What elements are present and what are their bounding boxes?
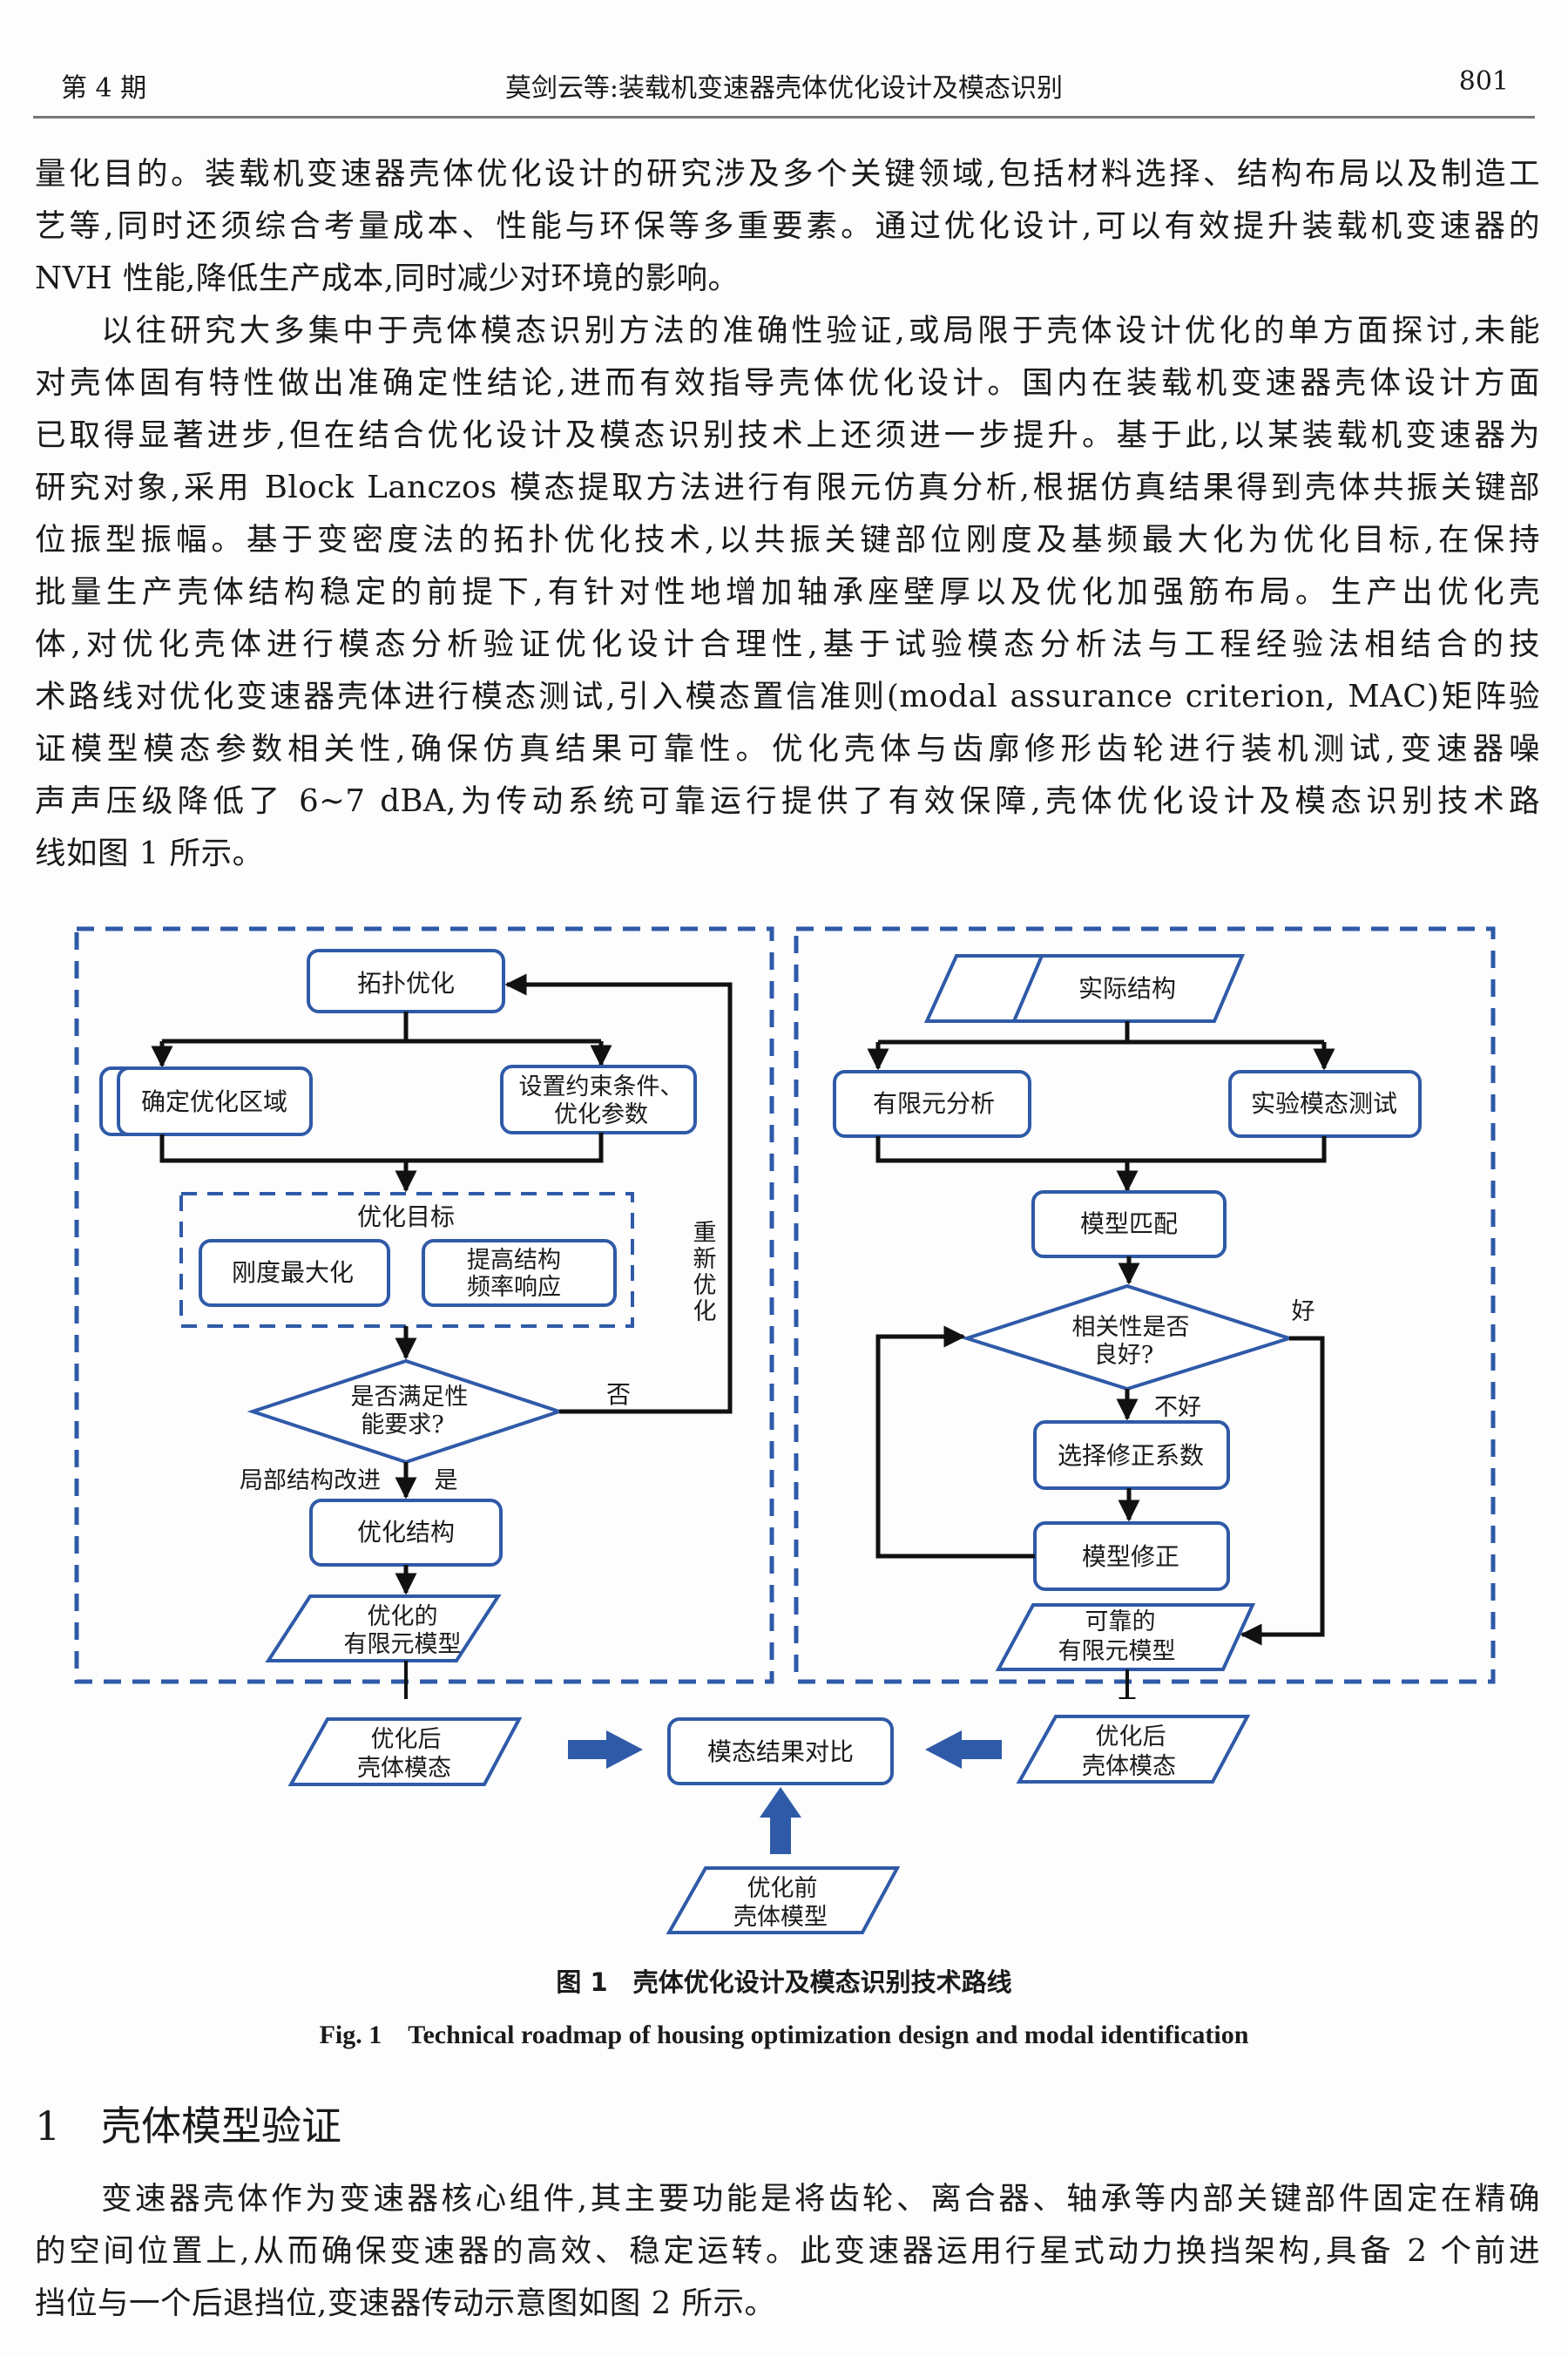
running-title: 莫剑云等:装载机变速器壳体优化设计及模态识别	[504, 73, 1064, 104]
arrow-merge-to-match	[875, 1136, 1327, 1188]
section-number: 1	[35, 2102, 61, 2150]
big-arrow-up-to-compare	[760, 1787, 801, 1854]
text-line: 对壳体固有特性做出准确定性结论,进而有效指导壳体优化设计。国内在装载机变速器壳体…	[35, 365, 1540, 401]
label-decision-performance-2: 能要求?	[361, 1412, 443, 1439]
label-decision-correlation-1: 相关性是否	[1072, 1314, 1190, 1341]
label-reoptimize-4: 化	[693, 1298, 717, 1325]
arrow-merge-to-objective	[159, 1133, 604, 1163]
label-opt-fe-model-1: 优化的	[368, 1603, 438, 1630]
label-reoptimize-2: 新	[693, 1246, 717, 1273]
label-no: 否	[606, 1380, 631, 1409]
io-reliable-fe-model	[995, 1603, 1256, 1671]
box-determine-optimization-region-outline	[117, 1066, 313, 1136]
text-line: 以往研究大多集中于壳体模态识别方法的准确性验证,或局限于壳体设计优化的单方面探讨…	[101, 313, 1540, 349]
left-panel-border	[74, 926, 774, 1684]
box-select-coefficient	[1033, 1420, 1230, 1490]
arrow-correction-loop	[875, 1325, 1035, 1559]
section-title: 壳体模型验证	[101, 2102, 341, 2150]
label-actual-structure: 实际结构	[1078, 974, 1176, 1003]
label-opt-fe-model-2: 有限元模型	[344, 1631, 462, 1658]
arrow-actual-split	[878, 1021, 1324, 1045]
text-line: 位振型振幅。基于变密度法的拓扑优化技术,以共振关键部位刚度及基频最大化为优化目标…	[35, 522, 1540, 558]
box-fe-analysis	[833, 1070, 1031, 1138]
text-line: 线如图 1 所示。	[35, 836, 264, 871]
text-line: 声声压级降低了 6~7 dBA,为传动系统可靠运行提供了有效保障,壳体优化设计及…	[35, 783, 1540, 819]
box-stiffness-max	[199, 1239, 390, 1307]
label-before-model-1: 优化前	[747, 1875, 818, 1902]
label-model-correction: 模型修正	[1082, 1542, 1179, 1571]
figure-caption-en: Fig. 1 Technical roadmap of housing opti…	[319, 2021, 1249, 2049]
big-arrow-left-to-compare	[568, 1730, 643, 1769]
label-frequency-response-1: 提高结构	[467, 1247, 561, 1274]
label-decision-correlation-2: 良好?	[1094, 1342, 1153, 1369]
text-line: 艺等,同时还须综合考量成本、性能与环保等多重要素。通过优化设计,可以有效提升装载…	[35, 208, 1540, 244]
text-line: 批量生产壳体结构稳定的前提下,有针对性地增加轴承座壁厚以及优化加强筋布局。生产出…	[35, 574, 1540, 610]
paragraph-intro-end: 量化目的。装载机变速器壳体优化设计的研究涉及多个关键领域,包括材料选择、结构布局…	[35, 148, 1540, 305]
label-select-coefficient: 选择修正系数	[1058, 1441, 1204, 1470]
right-panel-border	[794, 926, 1496, 1684]
objective-group-border	[179, 1192, 634, 1328]
issue-number: 第 4 期	[61, 73, 147, 104]
label-reliable-fe-model-1: 可靠的	[1085, 1608, 1156, 1635]
label-right-optimized-modal-1: 优化后	[1096, 1723, 1166, 1750]
label-topology-optimization: 拓扑优化	[357, 969, 455, 998]
text-line: 量化目的。装载机变速器壳体优化设计的研究涉及多个关键领域,包括材料选择、结构布局…	[35, 156, 1540, 192]
label-reoptimize-3: 优	[693, 1272, 717, 1299]
label-left-optimized-modal-1: 优化后	[371, 1726, 442, 1753]
label-fea: 有限元分析	[873, 1089, 995, 1118]
label-modal-result-compare: 模态结果对比	[707, 1737, 854, 1766]
label-before-model-2: 壳体模型	[733, 1904, 828, 1931]
box-set-constraints	[500, 1065, 697, 1134]
box-frequency-response	[422, 1239, 617, 1307]
label-left-optimized-modal-2: 壳体模态	[357, 1755, 451, 1782]
io-actual-structure-drawn	[1010, 954, 1246, 1023]
box-modal-result-compare	[667, 1717, 894, 1785]
text-line: 研究对象,采用 Block Lanczos 模态提取方法进行有限元仿真分析,根据…	[35, 470, 1540, 505]
label-optimized-structure: 优化结构	[357, 1518, 455, 1547]
label-stiffness-max: 刚度最大化	[232, 1258, 354, 1287]
figure-caption-cn: 图 1 壳体优化设计及模态识别技术路线	[556, 1967, 1012, 1997]
label-bad: 不好	[1154, 1394, 1201, 1421]
running-header: 第 4 期 莫剑云等:装载机变速器壳体优化设计及模态识别 801	[33, 59, 1535, 115]
text-line: 挡位与一个后退挡位,变速器传动示意图如图 2 所示。	[35, 2285, 776, 2321]
figure-1-bottom: 优化后 壳体模态 模态结果对比 优化后 壳体模态 优化前 壳体模型	[287, 1715, 1251, 1934]
label-set-constraints-2: 优化参数	[554, 1101, 648, 1128]
paragraph-section-1: 变速器壳体作为变速器核心组件,其主要功能是将齿轮、离合器、轴承等内部关键部件固定…	[35, 2173, 1540, 2330]
label-local-improve: 局部结构改进	[240, 1467, 381, 1494]
label-frequency-response-2: 频率响应	[467, 1274, 561, 1301]
arrow-no-reoptimize	[504, 973, 733, 1414]
io-before-optimized-model	[666, 1866, 901, 1934]
arrow-topology-split	[162, 1012, 601, 1044]
label-decision-performance-1: 是否满足性	[351, 1384, 469, 1411]
big-arrow-right-to-compare	[925, 1730, 1002, 1769]
label-objective-group: 优化目标	[357, 1202, 455, 1231]
label-exp-modal: 实验模态测试	[1251, 1089, 1397, 1118]
arrow-good-to-reliable	[1240, 1336, 1325, 1646]
text-line: 已取得显著进步,但在结合优化设计及模态识别技术上还须进一步提升。基于此,以某装载…	[35, 417, 1540, 453]
text-line: 变速器壳体作为变速器核心组件,其主要功能是将齿轮、离合器、轴承等内部关键部件固定…	[101, 2181, 1540, 2217]
text-line: 术路线对优化变速器壳体进行模态测试,引入模态置信准则(modal assuran…	[35, 679, 1540, 714]
header-rule	[33, 116, 1535, 118]
label-reliable-fe-model-2: 有限元模型	[1058, 1638, 1176, 1665]
io-right-optimized-modal	[1016, 1715, 1251, 1784]
section-heading: 1 壳体模型验证	[35, 2095, 341, 2152]
text-line: 体,对优化壳体进行模态分析验证优化设计合理性,基于试验模态分析法与工程经验法相结…	[35, 626, 1540, 662]
page-number: 801	[1458, 66, 1509, 97]
label-good: 好	[1292, 1298, 1315, 1325]
label-determine-optimization-region: 确定优化区域	[141, 1087, 287, 1116]
paragraph-research-summary: 以往研究大多集中于壳体模态识别方法的准确性验证,或局限于壳体设计优化的单方面探讨…	[35, 305, 1540, 880]
io-left-optimized-modal	[287, 1717, 523, 1786]
label-reoptimize-1: 重	[693, 1220, 717, 1247]
label-yes: 是	[435, 1467, 458, 1494]
figure-1-flowchart: 拓扑优化 确定优化区域 设置约束条件、 优化参数 优化目标	[74, 926, 1496, 1699]
label-set-constraints-1: 设置约束条件、	[519, 1073, 684, 1100]
text-line: 的空间位置上,从而确保变速器的高效、稳定运转。此变速器运用行星式动力换挡架构,具…	[35, 2233, 1540, 2269]
io-optimized-fe-model	[265, 1594, 502, 1662]
text-line: 证模型模态参数相关性,确保仿真结果可靠性。优化壳体与齿廓修形齿轮进行装机测试,变…	[35, 731, 1540, 767]
text-line: NVH 性能,降低生产成本,同时减少对环境的影响。	[35, 261, 740, 296]
label-model-match: 模型匹配	[1080, 1209, 1178, 1238]
label-right-optimized-modal-2: 壳体模态	[1082, 1753, 1176, 1780]
